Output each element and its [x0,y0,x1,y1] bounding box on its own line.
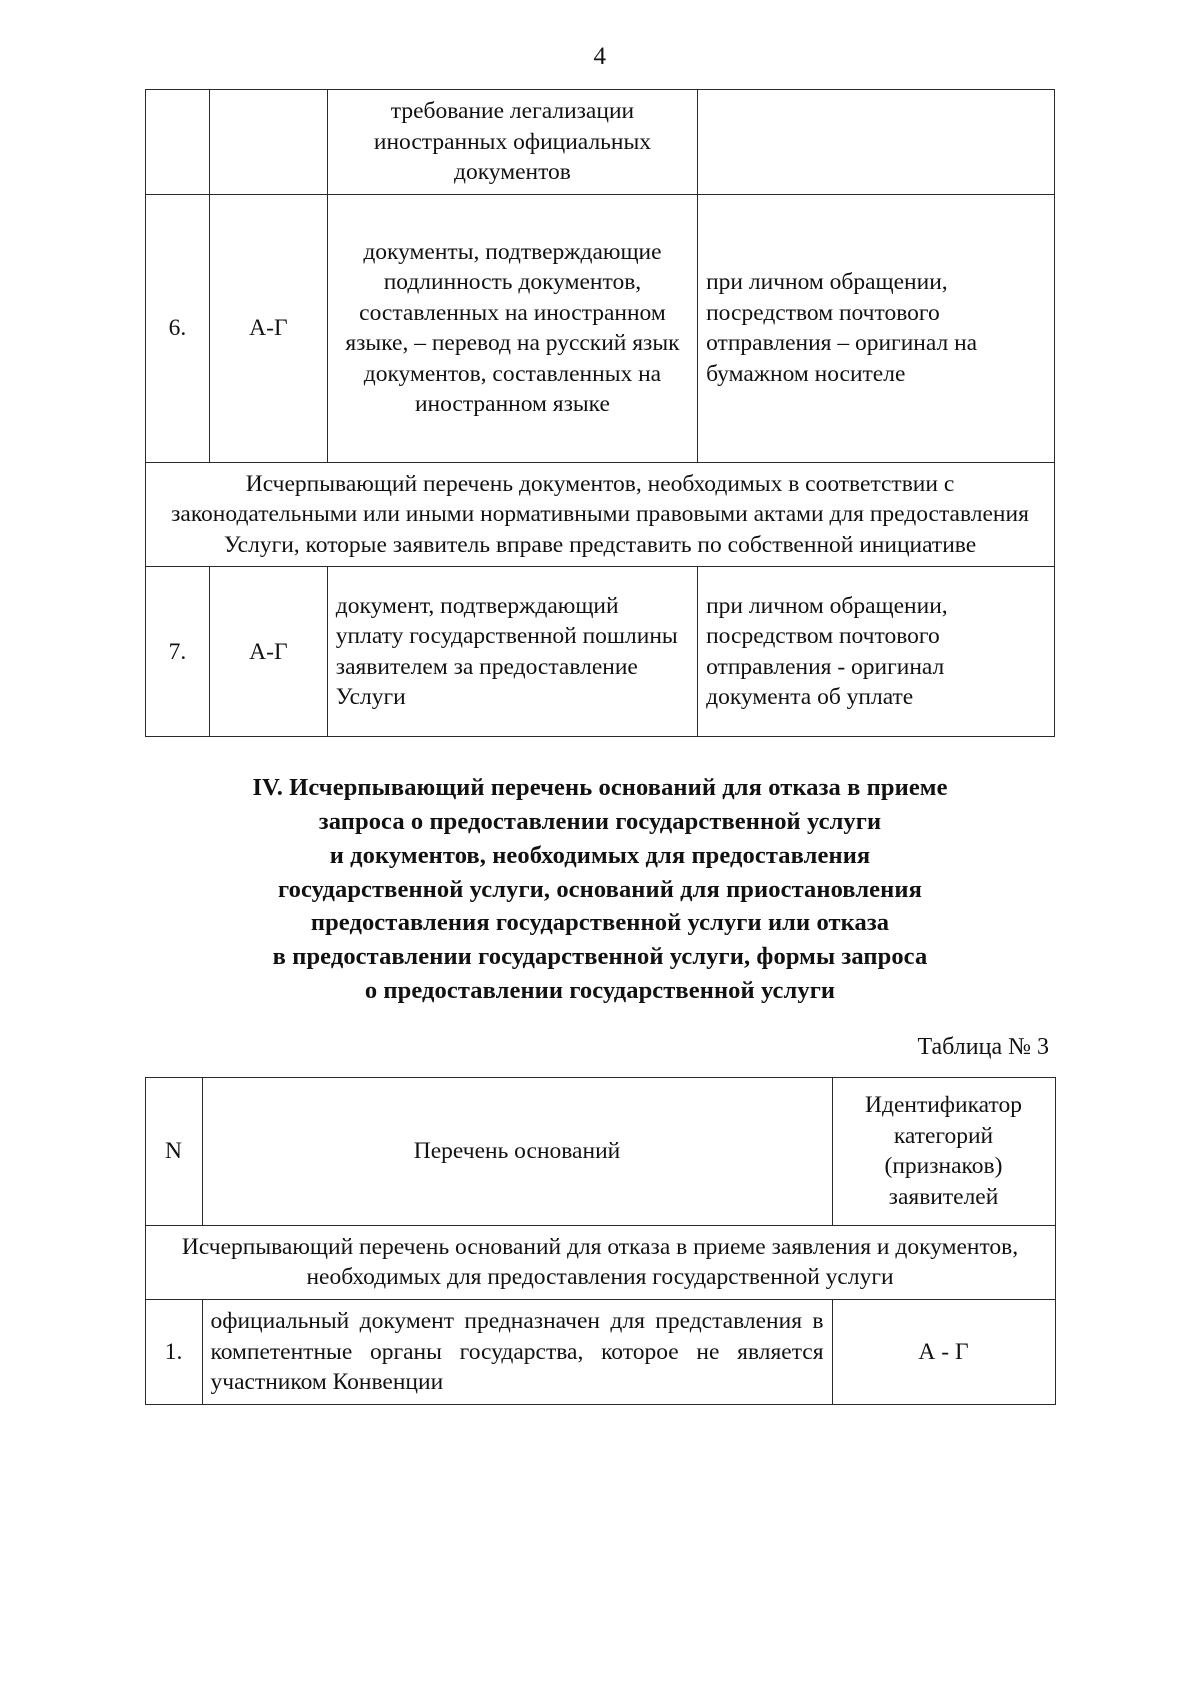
page-number: 4 [593,43,607,70]
row-form-cell: при личном обращении, посредством почтов… [697,566,1055,738]
table-caption: Таблица № 3 [917,1033,1049,1060]
column-header-n: N [144,1076,203,1226]
row-document-cell: документ, подтверждающий уплату государс… [326,566,699,738]
table-row: требование легализации иностранных офици… [145,89,1055,195]
table-row: 6. А-Г документы, подтверждающие подлинн… [145,193,1055,463]
section-heading-line: IV. Исчерпывающий перечень оснований для… [252,774,948,802]
row-number-cell: 7. [145,566,210,738]
row-identifier-cell: А - Г [831,1298,1056,1405]
section-heading-line: и документов, необходимых для предоставл… [329,841,871,869]
section-heading-line: государственной услуги, оснований для пр… [278,875,922,903]
table-merged-note-row: Исчерпывающий перечень документов, необх… [145,461,1055,568]
row-document-cell: документы, подтверждающие подлинность до… [326,193,699,463]
row-number-cell [145,89,210,195]
section-heading-line: запроса о предоставлении государственной… [318,808,882,836]
column-header-identifier: Идентификатор категорий (признаков) заяв… [831,1076,1056,1226]
section-heading: IV. Исчерпывающий перечень оснований для… [180,771,1020,1008]
table-header-row: N Перечень оснований Идентификатор катег… [144,1076,1056,1226]
row-number-cell: 1. [144,1298,203,1405]
row-document-cell: требование легализации иностранных офици… [326,89,699,195]
refusal-grounds-table: N Перечень оснований Идентификатор катег… [144,1076,1056,1405]
row-identifier-cell: А-Г [208,193,328,463]
table-merged-note-row: Исчерпывающий перечень оснований для отк… [144,1224,1056,1300]
row-grounds-cell: официальный документ предназначен для пр… [201,1298,833,1405]
documents-table: требование легализации иностранных офици… [145,89,1055,738]
table-row: 1. официальный документ предназначен для… [144,1298,1056,1405]
row-form-cell: при личном обращении, посредством почтов… [697,193,1055,463]
table-row: 7. А-Г документ, подтверждающий уплату г… [145,566,1055,738]
merged-note-cell: Исчерпывающий перечень документов, необх… [145,461,1055,568]
column-header-list: Перечень оснований [201,1076,833,1226]
section-heading-line: предоставления государственной услуги ил… [310,909,890,937]
section-heading-line: в предоставлении государственной услуги,… [272,943,928,971]
section-heading-line: о предоставлении государственной услуги [364,977,836,1005]
row-form-cell [697,89,1055,195]
row-identifier-cell: А-Г [208,566,328,738]
row-identifier-cell [208,89,328,195]
merged-note-cell: Исчерпывающий перечень оснований для отк… [144,1224,1056,1300]
row-number-cell: 6. [145,193,210,463]
